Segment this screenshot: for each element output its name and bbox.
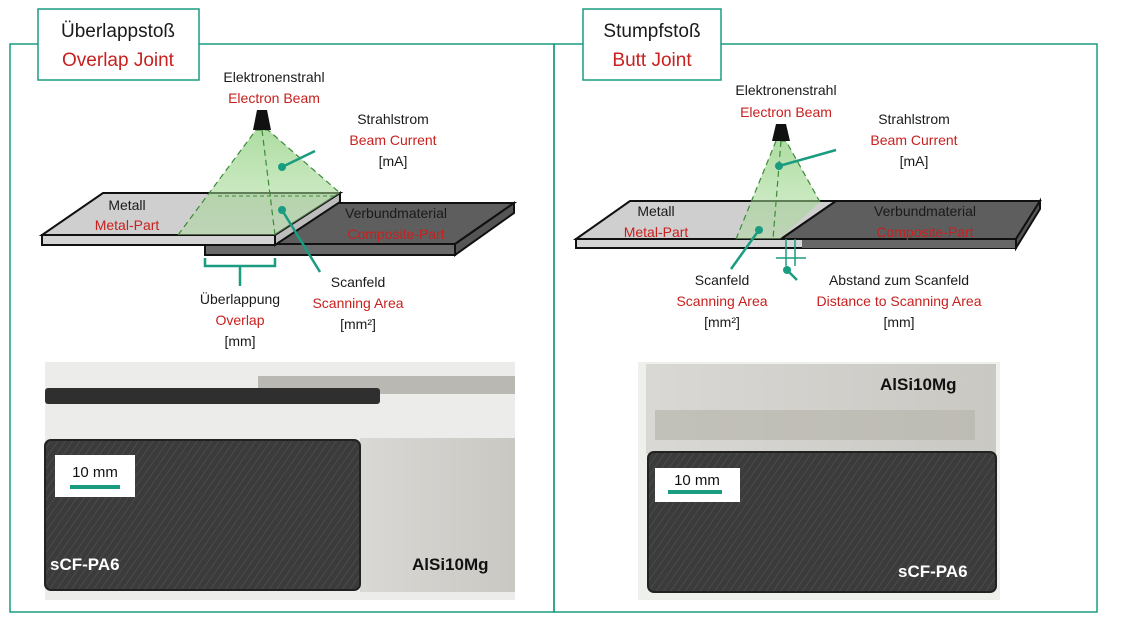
current-de: Strahlstrom: [878, 111, 950, 127]
scale-label: 10 mm: [674, 472, 720, 489]
overlap-schematic: [38, 110, 518, 286]
electron-gun-icon: [253, 110, 271, 130]
current-unit: [mA]: [900, 153, 929, 169]
title-en: Butt Joint: [612, 50, 692, 71]
overlap-en: Overlap: [215, 312, 264, 328]
beam-de: Elektronenstrahl: [223, 69, 324, 85]
title-de: Überlappstoß: [61, 21, 175, 42]
current-unit: [mA]: [379, 153, 408, 169]
beam-en: Electron Beam: [228, 90, 320, 106]
metal-en: Metal-Part: [624, 224, 689, 240]
scale-bar: [55, 455, 135, 497]
butt-schematic: [572, 124, 1042, 281]
overlap-de: Überlappung: [200, 290, 280, 307]
composite-de: Verbundmaterial: [874, 203, 976, 219]
metal-en: Metal-Part: [95, 217, 160, 233]
beam-de: Elektronenstrahl: [735, 82, 836, 98]
metal-de: Metall: [637, 203, 674, 219]
composite-de: Verbundmaterial: [345, 205, 447, 221]
scan-en: Scanning Area: [312, 295, 403, 311]
composite-photo-label: sCF-PA6: [898, 562, 968, 581]
overlap-photo: [44, 362, 515, 600]
scan-de: Scanfeld: [331, 274, 385, 290]
scale-label: 10 mm: [72, 464, 118, 481]
overlap-title-box: Überlappstoß Overlap Joint: [37, 8, 200, 81]
scan-en: Scanning Area: [676, 293, 767, 309]
composite-photo-label: sCF-PA6: [50, 555, 120, 574]
beam-en: Electron Beam: [740, 104, 832, 120]
electron-gun-icon: [772, 124, 790, 141]
current-de: Strahlstrom: [357, 111, 429, 127]
composite-en: Composite-Part: [347, 226, 444, 242]
distance-de: Abstand zum Scanfeld: [829, 272, 969, 288]
scale-bar: [655, 468, 740, 502]
butt-photo: [638, 362, 1000, 600]
current-en: Beam Current: [870, 132, 957, 148]
distance-unit: [mm]: [883, 314, 914, 330]
metal-photo-label: AlSi10Mg: [880, 375, 957, 394]
metal-de: Metall: [108, 197, 145, 213]
current-en: Beam Current: [349, 132, 436, 148]
overlap-unit: [mm]: [224, 333, 255, 349]
metal-photo-label: AlSi10Mg: [412, 555, 489, 574]
scan-unit: [mm²]: [340, 316, 376, 332]
title-en: Overlap Joint: [62, 50, 175, 71]
distance-en: Distance to Scanning Area: [817, 293, 982, 309]
title-de: Stumpfstoß: [603, 21, 700, 42]
butt-panel: [553, 43, 1098, 613]
composite-en: Composite-Part: [876, 224, 973, 240]
scan-de: Scanfeld: [695, 272, 749, 288]
scan-unit: [mm²]: [704, 314, 740, 330]
butt-title-box: Stumpfstoß Butt Joint: [582, 8, 722, 81]
